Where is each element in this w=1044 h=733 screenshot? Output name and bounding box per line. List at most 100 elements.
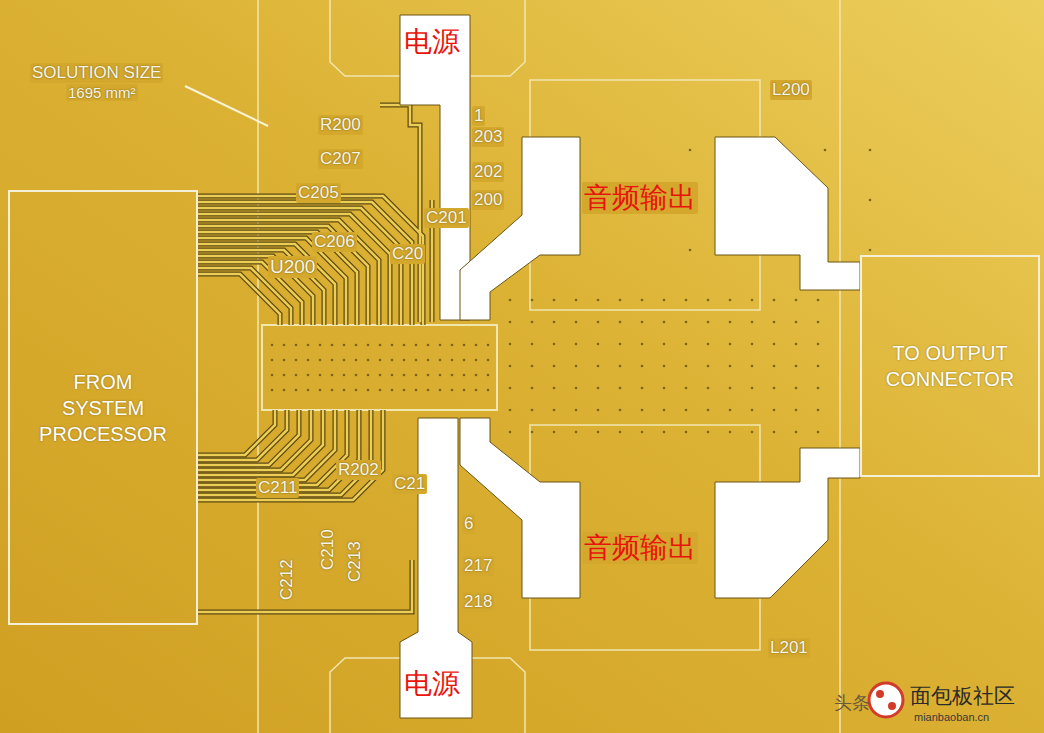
via [379,389,382,392]
via [795,409,798,412]
via [403,389,406,392]
trace-outline [198,410,347,485]
via [283,359,286,362]
via [283,344,286,347]
via [319,389,322,392]
via [729,365,732,368]
trace [198,410,299,465]
trace-outline [198,410,311,470]
via [817,343,820,346]
via [379,374,382,377]
via [319,374,322,377]
via [729,387,732,390]
via [487,359,490,362]
box-label: FROM SYSTEM PROCESSOR [36,369,171,447]
via [553,321,556,324]
trace [198,208,401,325]
via [553,387,556,390]
part-label: C210 [318,527,338,572]
via [307,389,310,392]
via [463,389,466,392]
trace [198,244,335,325]
via [689,149,692,152]
via [271,344,274,347]
via [575,299,578,302]
via [295,389,298,392]
via [307,344,310,347]
via [663,387,666,390]
via [391,374,394,377]
via [331,374,334,377]
trace-outline [198,244,335,325]
via [685,365,688,368]
via [355,359,358,362]
via [463,374,466,377]
via [817,409,820,412]
watermark: 面包板社区 [908,684,1017,708]
via [707,321,710,324]
trace [380,105,420,322]
via [641,409,644,412]
via [295,344,298,347]
via [391,359,394,362]
via [343,359,346,362]
via [685,343,688,346]
via [663,299,666,302]
via [475,389,478,392]
board-outlines [185,0,840,733]
via [597,365,600,368]
via [531,431,534,434]
via [331,344,334,347]
via [641,431,644,434]
via [355,374,358,377]
dimension-note: 1695 mm² [66,84,138,101]
via [271,359,274,362]
trace [198,410,383,500]
via [817,299,820,302]
via [509,409,512,412]
part-label: 218 [462,592,494,612]
trace [198,410,335,480]
via [619,409,622,412]
trace [198,250,324,325]
via [575,365,578,368]
traces [198,105,445,612]
via [439,389,442,392]
via [689,249,692,252]
via [751,343,754,346]
via [824,149,827,152]
via [869,199,872,202]
via [707,299,710,302]
via [663,321,666,324]
via [663,365,666,368]
via [553,299,556,302]
part-label: 202 [472,162,504,182]
via [271,389,274,392]
via [415,389,418,392]
trace [198,274,280,325]
via [817,431,820,434]
net-annotation: 音频输出 [582,182,698,214]
via [751,321,754,324]
via [509,343,512,346]
net-annotation: 电源 [402,26,462,58]
via [575,321,578,324]
trace [198,226,368,325]
via [439,359,442,362]
via [531,321,534,324]
trace-outline [198,214,390,325]
box-label: TO OUTPUT CONNECTOR [880,340,1020,392]
via [869,249,872,252]
copper-pads [400,15,860,718]
via [553,343,556,346]
via [367,344,370,347]
via [531,365,534,368]
trace-outline [198,560,412,612]
via [487,344,490,347]
trace [198,202,412,325]
via [343,374,346,377]
via [751,409,754,412]
via [553,409,556,412]
via [509,321,512,324]
